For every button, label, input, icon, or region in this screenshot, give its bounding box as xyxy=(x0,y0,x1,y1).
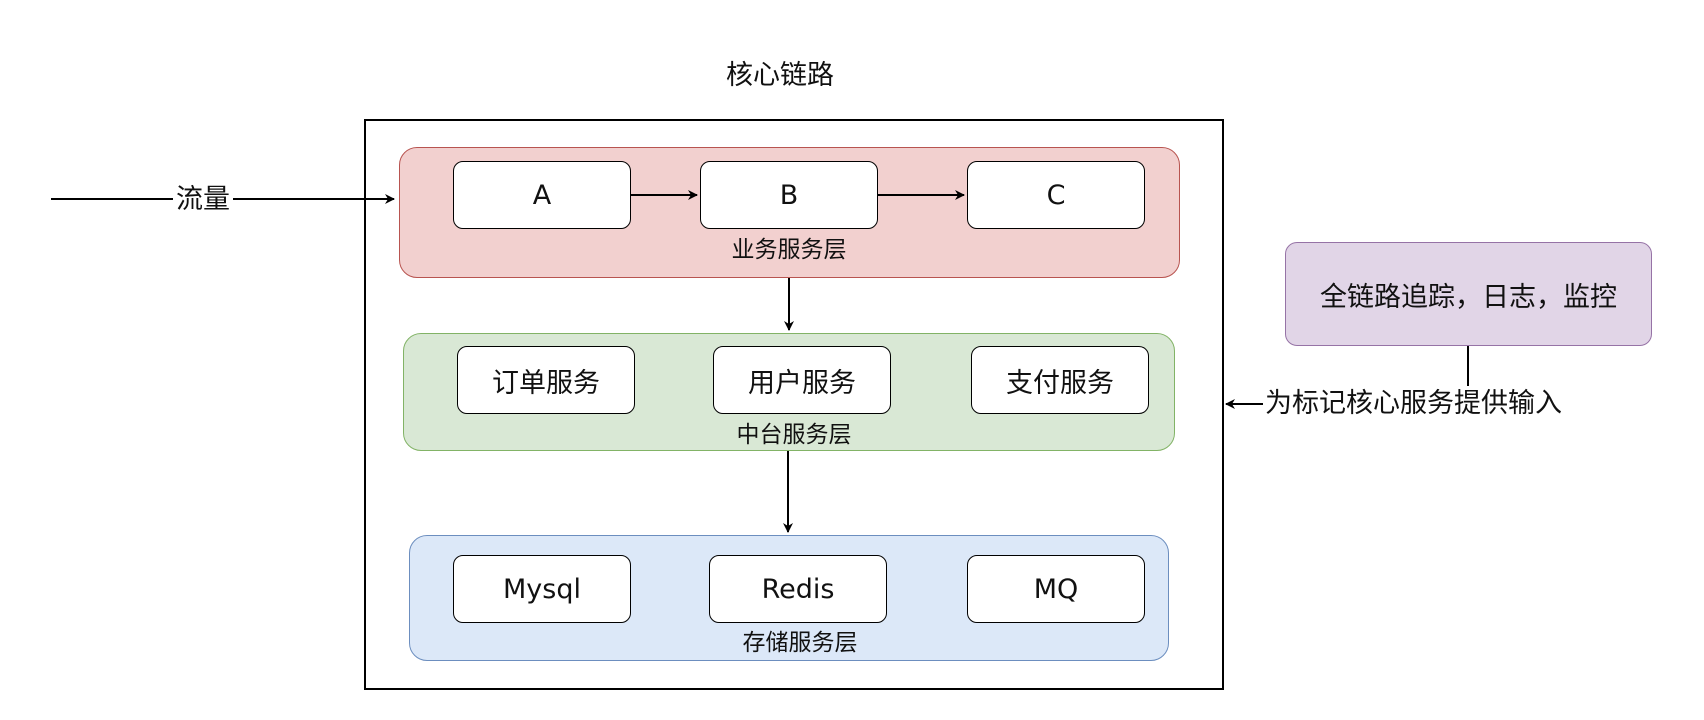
node-b: B xyxy=(700,161,878,229)
redis-node: Redis xyxy=(709,555,887,623)
business-layer-label: 业务服务层 xyxy=(731,237,847,263)
middle-layer-label: 中台服务层 xyxy=(736,422,852,448)
order-service-node: 订单服务 xyxy=(457,346,635,414)
storage-layer-label: 存储服务层 xyxy=(742,630,858,656)
mysql-node: Mysql xyxy=(453,555,631,623)
node-a: A xyxy=(453,161,631,229)
monitoring-box: 全链路追踪，日志，监控 xyxy=(1285,242,1652,346)
node-c: C xyxy=(967,161,1145,229)
diagram-title: 核心链路 xyxy=(726,60,834,91)
payment-service-node: 支付服务 xyxy=(971,346,1149,414)
user-service-node: 用户服务 xyxy=(713,346,891,414)
mq-node: MQ xyxy=(967,555,1145,623)
monitor-edge-label: 为标记核心服务提供输入 xyxy=(1263,386,1564,422)
traffic-label: 流量 xyxy=(173,182,233,218)
